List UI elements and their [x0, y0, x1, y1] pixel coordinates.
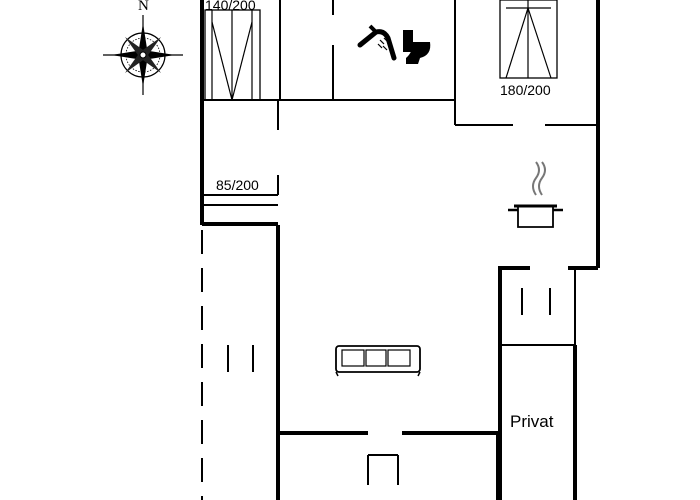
bed-size-label: 85/200 [216, 177, 259, 193]
compass-north-label: N [138, 0, 149, 14]
cooking-pot-icon [508, 161, 563, 228]
bed-top-right: 180/200 [499, 0, 558, 98]
shower-icon [357, 24, 397, 61]
walls [200, 0, 600, 500]
toilet-icon [403, 30, 431, 64]
bed-size-label: 180/200 [500, 82, 551, 98]
bed-size-label: 140/200 [205, 0, 256, 13]
room-label-privat: Privat [510, 412, 554, 431]
bed-top-left: 140/200 [204, 0, 261, 101]
bed-middle-left: 85/200 [216, 177, 259, 193]
compass-rose-icon: N [103, 0, 183, 95]
sofa-icon [335, 345, 421, 377]
